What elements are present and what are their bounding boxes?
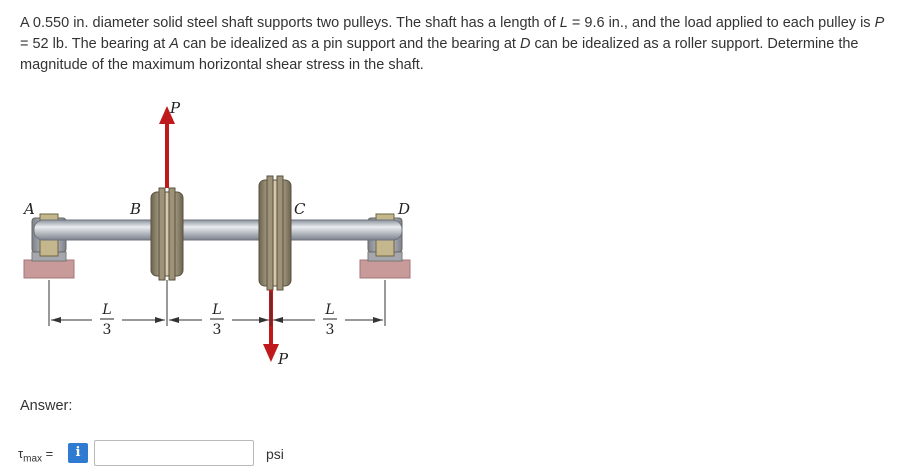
load-label-bottom: P <box>277 350 289 368</box>
shaft-pulley-diagram: P P A B C D L 3 L 3 L <box>22 99 411 368</box>
pulley-b <box>150 187 184 281</box>
label-a: A <box>22 200 35 218</box>
dimension-2: L 3 <box>169 302 269 338</box>
info-icon[interactable]: i <box>68 443 88 463</box>
svg-text:L: L <box>324 302 334 318</box>
support-base-d <box>359 259 411 279</box>
svg-text:L: L <box>211 302 221 318</box>
load-label-top: P <box>169 99 181 117</box>
label-b: B <box>129 200 141 218</box>
svg-text:3: 3 <box>103 322 112 338</box>
answer-input[interactable] <box>94 440 254 466</box>
tau-max-label: τmax = <box>18 446 54 465</box>
problem-statement: A 0.550 in. diameter solid steel shaft s… <box>20 15 885 73</box>
dimension-1: L 3 <box>51 302 165 338</box>
svg-text:3: 3 <box>326 322 335 338</box>
svg-text:3: 3 <box>213 322 222 338</box>
load-arrow-up-icon <box>159 106 175 188</box>
answer-label: Answer: <box>20 398 73 414</box>
label-c: C <box>294 200 306 218</box>
unit-label: psi <box>266 446 284 462</box>
pulley-c <box>258 175 292 291</box>
dimension-3: L 3 <box>273 302 383 338</box>
shaft <box>33 219 403 241</box>
support-base-a <box>23 259 75 279</box>
label-d: D <box>397 200 410 218</box>
svg-text:L: L <box>101 302 111 318</box>
